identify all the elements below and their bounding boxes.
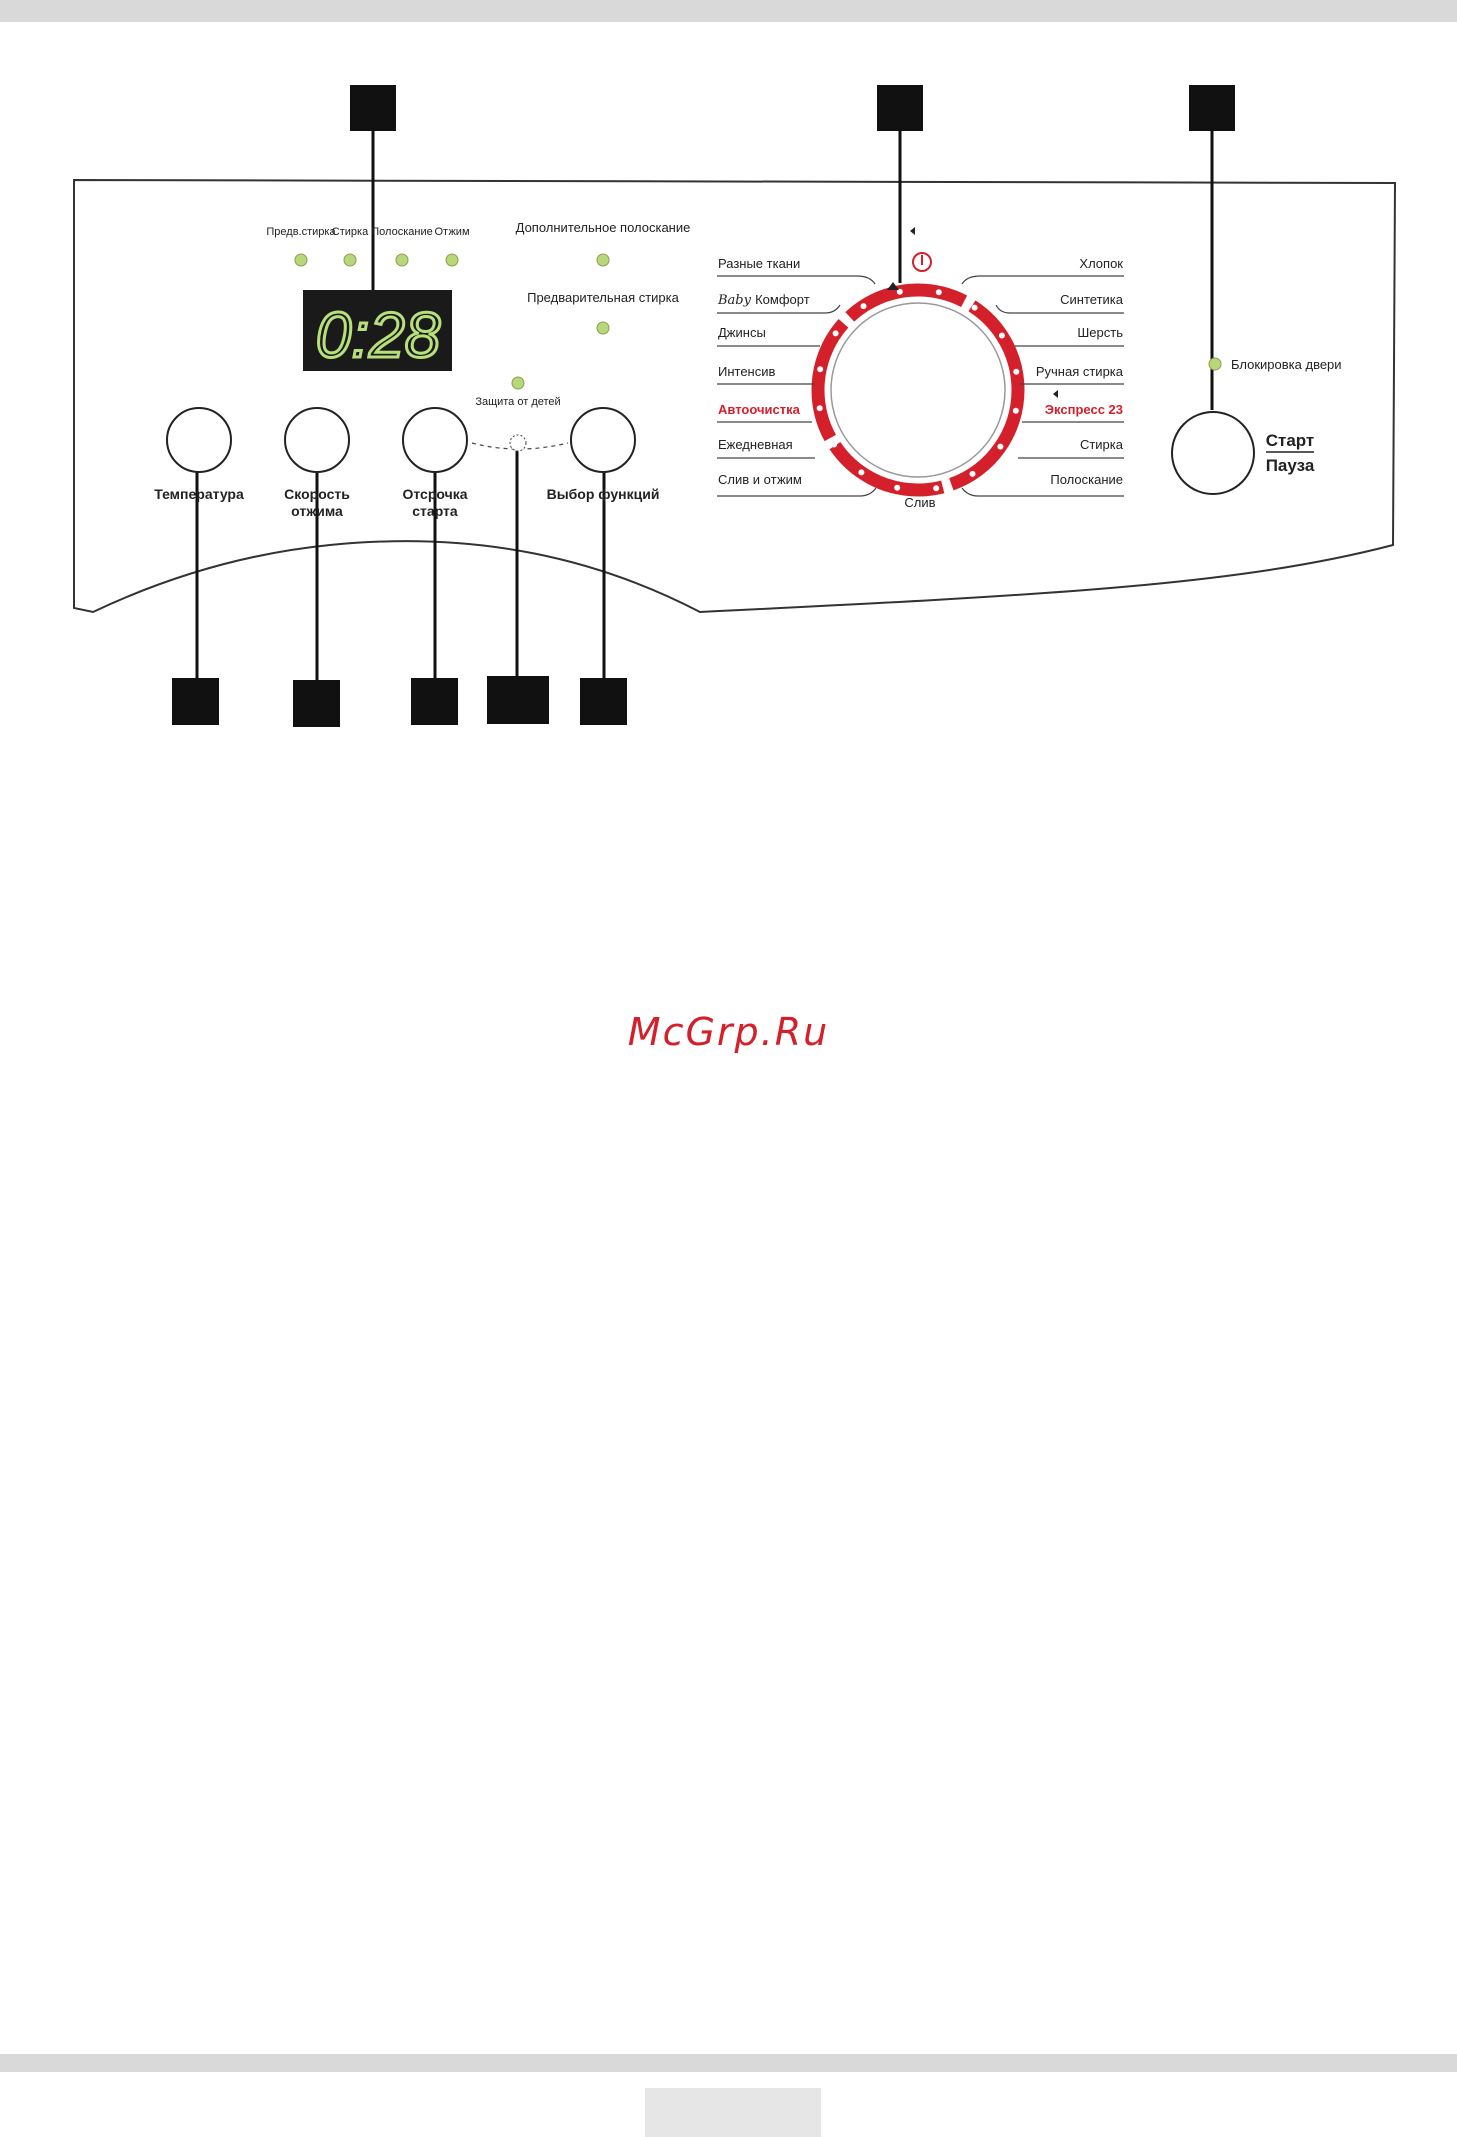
program-right-6: Полоскание bbox=[1050, 472, 1123, 487]
dial-dot bbox=[935, 289, 942, 296]
control-panel-diagram: Предв.стирка Стирка Полоскание Отжим 0:2… bbox=[73, 85, 1397, 727]
program-left-1: Baby Комфорт bbox=[717, 292, 810, 308]
program-dial-ring[interactable] bbox=[811, 283, 1025, 497]
callout-box-child-lock bbox=[487, 676, 549, 724]
dial-dot bbox=[971, 304, 978, 311]
program-drain-label: Слив bbox=[904, 495, 935, 510]
led-rinse bbox=[395, 253, 409, 267]
dial-dot bbox=[1013, 368, 1020, 375]
dial-dot bbox=[894, 484, 901, 491]
digital-display bbox=[303, 290, 452, 371]
phase-label-rinse: Полоскание bbox=[371, 226, 432, 238]
led-extra-rinse bbox=[596, 253, 610, 267]
program-right-0: Хлопок bbox=[1079, 256, 1123, 271]
phase-label-wash: Стирка bbox=[332, 226, 369, 238]
dial-dot bbox=[816, 405, 823, 412]
callout-box-display bbox=[350, 85, 396, 131]
temperature-button[interactable] bbox=[166, 407, 232, 473]
panel-outline bbox=[73, 178, 1397, 614]
program-leader-lines bbox=[717, 275, 1124, 497]
bottom-border-bar bbox=[0, 2054, 1457, 2072]
program-left-6: Слив и отжим bbox=[718, 472, 802, 487]
function-select-button[interactable] bbox=[570, 407, 636, 473]
dial-dot bbox=[817, 366, 824, 373]
door-lock-label: Блокировка двери bbox=[1231, 357, 1342, 372]
callout-box-start-pause bbox=[1189, 85, 1235, 131]
watermark: McGrp.Ru bbox=[627, 1010, 830, 1054]
temperature-label: Температура bbox=[154, 486, 244, 502]
callout-box-delay-start bbox=[411, 678, 458, 725]
function-select-label: Выбор функций bbox=[547, 486, 660, 502]
spin-speed-label-line1: Скорость bbox=[284, 486, 350, 502]
dial-dot bbox=[832, 330, 839, 337]
start-pause-button[interactable] bbox=[1171, 411, 1255, 495]
off-position-marker-icon bbox=[910, 227, 915, 235]
child-lock-label: Защита от детей bbox=[475, 396, 560, 408]
program-right-2: Шерсть bbox=[1077, 325, 1123, 340]
child-lock-icon bbox=[509, 434, 527, 452]
phase-label-spin: Отжим bbox=[434, 226, 469, 238]
page-number-tab bbox=[645, 2088, 821, 2137]
callout-box-function-select bbox=[580, 678, 627, 725]
program-right-5: Стирка bbox=[1080, 437, 1124, 452]
spin-speed-button[interactable] bbox=[284, 407, 350, 473]
callout-box-temperature bbox=[172, 678, 219, 725]
program-dial-knob[interactable] bbox=[830, 302, 1006, 478]
start-label: Старт bbox=[1266, 431, 1315, 450]
extra-rinse-label: Дополнительное полоскание bbox=[516, 220, 691, 235]
callout-box-spin-speed bbox=[293, 680, 340, 727]
led-child-lock bbox=[511, 376, 525, 390]
dial-position-dots bbox=[816, 288, 1020, 492]
program-left-4: Автоочистка bbox=[718, 402, 801, 417]
led-wash bbox=[343, 253, 357, 267]
top-border-bar bbox=[0, 0, 1457, 22]
prewash-option-label: Предварительная стирка bbox=[527, 290, 680, 305]
phase-label-prewash: Предв.стирка bbox=[266, 226, 336, 238]
dial-dot bbox=[896, 288, 903, 295]
led-prewash bbox=[294, 253, 308, 267]
dial-dot bbox=[1012, 407, 1019, 414]
delay-start-label-line2: старта bbox=[412, 503, 458, 519]
dial-dot bbox=[969, 470, 976, 477]
dial-dot bbox=[933, 485, 940, 492]
program-left-0: Разные ткани bbox=[718, 256, 800, 271]
dial-dot bbox=[997, 443, 1004, 450]
express-marker-icon bbox=[1053, 390, 1058, 398]
led-prewash-option bbox=[596, 321, 610, 335]
program-left-2: Джинсы bbox=[718, 325, 766, 340]
callout-boxes bbox=[172, 85, 1235, 727]
dial-dot bbox=[831, 441, 838, 448]
child-lock-link bbox=[471, 442, 569, 450]
led-spin bbox=[445, 253, 459, 267]
dial-dot bbox=[860, 303, 867, 310]
delay-start-button[interactable] bbox=[402, 407, 468, 473]
dial-pointer-icon bbox=[887, 282, 899, 290]
callout-box-program-selector bbox=[877, 85, 923, 131]
program-left-5: Ежедневная bbox=[718, 437, 793, 452]
pause-label: Пауза bbox=[1266, 456, 1315, 475]
program-right-4: Экспресс 23 bbox=[1045, 402, 1123, 417]
display-time: 0:28 bbox=[316, 299, 441, 371]
program-right-1: Синтетика bbox=[1060, 292, 1124, 307]
delay-start-label-line1: Отсрочка bbox=[402, 486, 467, 502]
program-right-3: Ручная стирка bbox=[1036, 364, 1124, 379]
program-left-3: Интенсив bbox=[718, 364, 776, 379]
spin-speed-label-line2: отжима bbox=[291, 503, 343, 519]
dial-dot bbox=[998, 332, 1005, 339]
dial-dot bbox=[858, 469, 865, 476]
power-icon bbox=[912, 252, 932, 272]
led-door-lock bbox=[1208, 357, 1222, 371]
